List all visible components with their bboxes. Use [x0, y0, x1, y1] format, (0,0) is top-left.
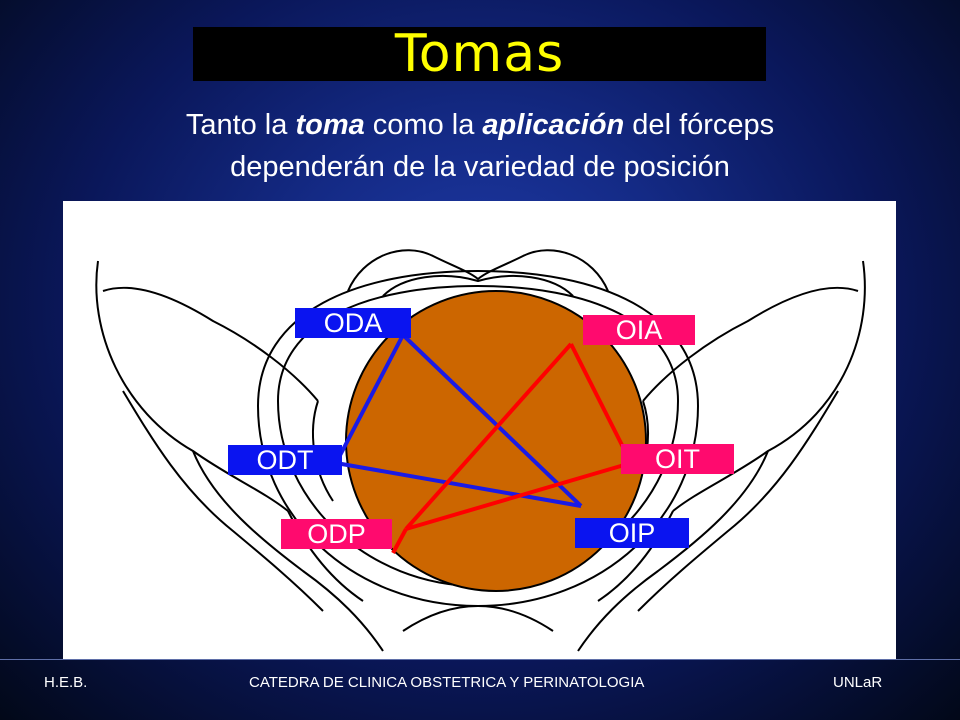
footer-right: UNLaR [833, 674, 883, 691]
blue-position-lines [334, 333, 583, 508]
line-odt-oip [335, 461, 582, 508]
label-oia: OIA [583, 315, 695, 345]
title-bar: Tomas [193, 27, 766, 81]
footer-left: H.E.B. [44, 674, 88, 691]
label-oit: OIT [621, 444, 734, 474]
pelvis-diagram: ODA OIA ODT OIT ODP OIP [63, 201, 896, 659]
footer-center: CATEDRA DE CLINICA OBSTETRICA Y PERINATO… [249, 674, 645, 691]
label-odt: ODT [228, 445, 342, 475]
subtitle-text: Tanto la [185, 109, 296, 141]
slide-title: Tomas [394, 24, 565, 84]
line-odp-tail [391, 528, 408, 554]
line-oda-oip [401, 333, 583, 508]
label-odp: ODP [281, 519, 392, 549]
pelvis-drawing [95, 249, 866, 652]
footer-divider [0, 659, 960, 660]
subtitle-emphasis-toma: toma [295, 109, 365, 141]
subtitle-line-2: dependerán de la variedad de posición [230, 151, 730, 183]
subtitle-text: del fórceps [624, 109, 775, 141]
label-oip: OIP [575, 518, 689, 548]
red-position-lines [391, 342, 633, 554]
subtitle-text: como la [364, 109, 483, 141]
line-oda-odt [334, 334, 405, 464]
subtitle-line-1: Tanto la toma como la aplicación del fór… [60, 104, 900, 146]
label-oda: ODA [295, 308, 411, 338]
line-oia-odp [404, 342, 573, 531]
line-oia-oit [569, 343, 633, 464]
subtitle-emphasis-aplicacion: aplicación [482, 109, 625, 141]
subtitle: Tanto la toma como la aplicación del fór… [60, 104, 900, 188]
line-oit-odp [405, 461, 632, 531]
